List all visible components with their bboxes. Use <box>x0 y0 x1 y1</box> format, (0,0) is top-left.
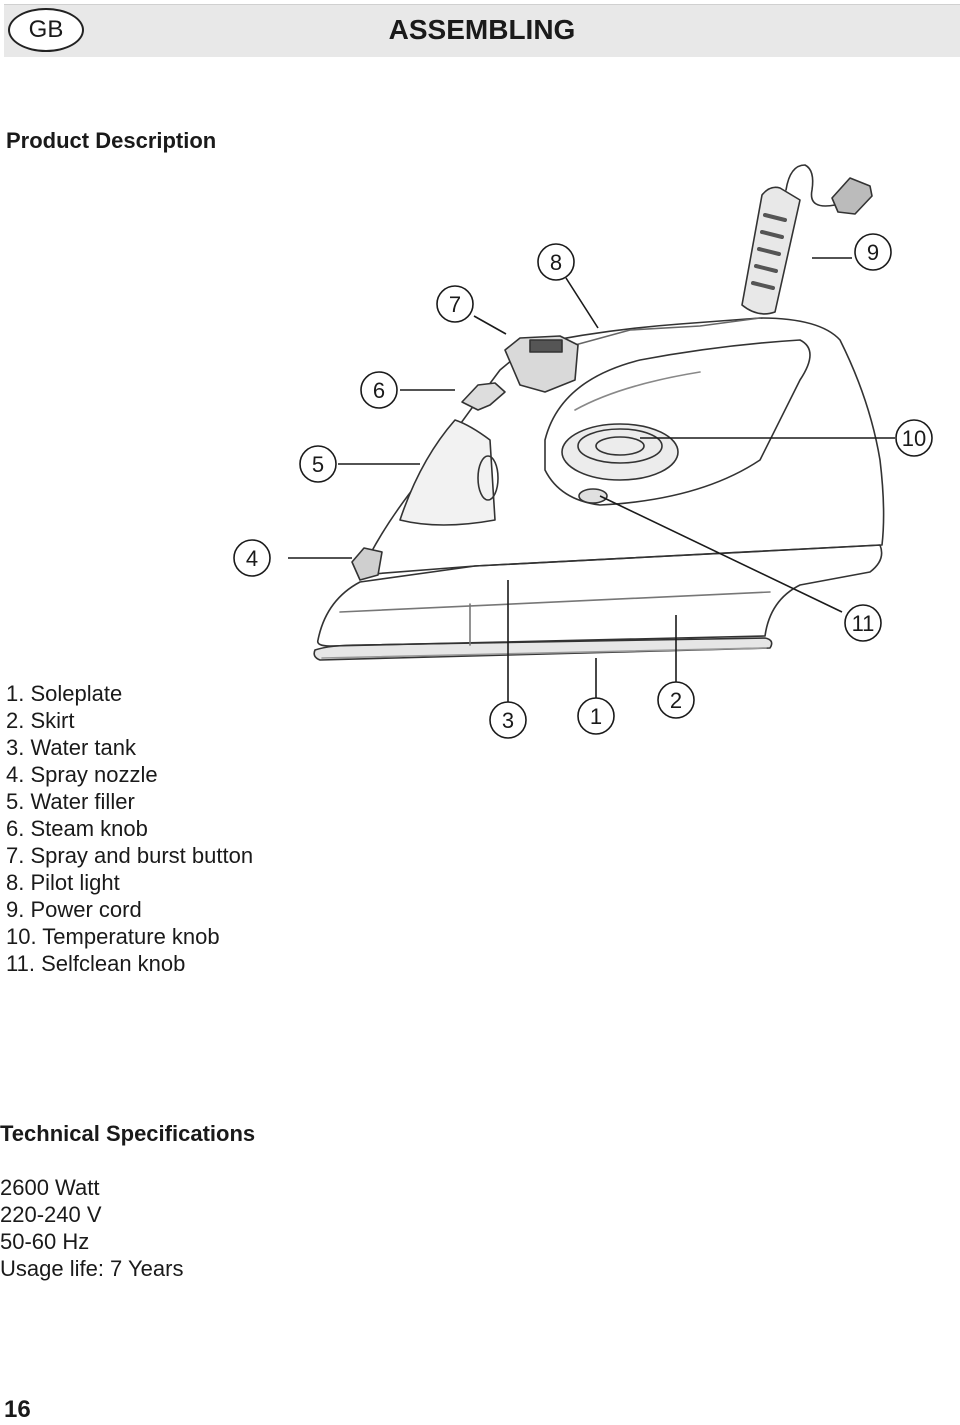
callout-4-label: 4 <box>246 546 258 571</box>
spec-item: Usage life: 7 Years <box>0 1256 184 1281</box>
steam-knob-shape <box>461 382 506 411</box>
parts-list: 1. Soleplate 2. Skirt 3. Water tank 4. S… <box>6 680 253 977</box>
temperature-knob-shape <box>561 423 679 481</box>
callout-6: 6 <box>360 371 398 409</box>
leader-line-8 <box>565 277 599 329</box>
parts-list-item: 8. Pilot light <box>6 870 120 895</box>
callout-2: 2 <box>657 681 695 719</box>
callout-9: 9 <box>854 233 892 271</box>
leader-line-11 <box>599 495 843 613</box>
spec-item: 50-60 Hz <box>0 1229 90 1254</box>
callout-5: 5 <box>299 445 337 483</box>
parts-list-item: 5. Water filler <box>6 789 135 814</box>
selfclean-knob-shape <box>578 488 608 504</box>
page-title: ASSEMBLING <box>388 14 576 45</box>
callout-7: 7 <box>436 285 474 323</box>
callouts: 1 2 3 4 5 6 7 8 <box>233 233 933 739</box>
plug-shape <box>831 177 873 215</box>
spray-nozzle-shape <box>351 547 383 581</box>
callout-6-label: 6 <box>373 378 385 403</box>
water-tank-window <box>399 419 496 526</box>
callout-1-label: 1 <box>590 704 602 729</box>
callout-2-label: 2 <box>670 688 682 713</box>
callout-4: 4 <box>233 539 271 577</box>
power-cord-shape <box>785 164 836 207</box>
callout-10-label: 10 <box>902 426 926 451</box>
callout-9-label: 9 <box>867 240 879 265</box>
callout-8: 8 <box>537 243 575 281</box>
header-bar <box>4 4 960 57</box>
technical-specifications-heading: Technical Specifications <box>0 1121 256 1146</box>
callout-3-label: 3 <box>502 708 514 733</box>
product-description-heading: Product Description <box>6 128 217 153</box>
parts-list-item: 9. Power cord <box>6 897 142 922</box>
callout-7-label: 7 <box>449 292 461 317</box>
callout-11: 11 <box>844 604 882 642</box>
callout-10: 10 <box>895 419 933 457</box>
callout-11-label: 11 <box>852 611 875 636</box>
page-number: 16 <box>4 1396 31 1423</box>
parts-list-item: 2. Skirt <box>6 708 75 733</box>
parts-list-item: 7. Spray and burst button <box>6 843 254 868</box>
callout-8-label: 8 <box>550 250 562 275</box>
leader-lines <box>288 257 895 702</box>
specs-list: 2600 Watt 220-240 V 50-60 Hz Usage life:… <box>0 1174 183 1282</box>
parts-list-item: 3. Water tank <box>6 735 137 760</box>
language-badge: GB <box>8 8 84 52</box>
spec-item: 2600 Watt <box>0 1175 100 1200</box>
skirt-shape <box>316 544 883 647</box>
parts-list-item: 1. Soleplate <box>6 681 123 706</box>
parts-list-item: 11. Selfclean knob <box>6 951 186 976</box>
callout-5-label: 5 <box>312 452 324 477</box>
parts-list-item: 10. Temperature knob <box>6 924 220 949</box>
spec-item: 220-240 V <box>0 1202 102 1227</box>
iron-illustration <box>313 164 885 661</box>
leader-line-7 <box>473 315 507 335</box>
parts-list-item: 6. Steam knob <box>6 816 148 841</box>
callout-1: 1 <box>577 697 615 735</box>
parts-list-item: 4. Spray nozzle <box>6 762 158 787</box>
callout-3: 3 <box>489 701 527 739</box>
